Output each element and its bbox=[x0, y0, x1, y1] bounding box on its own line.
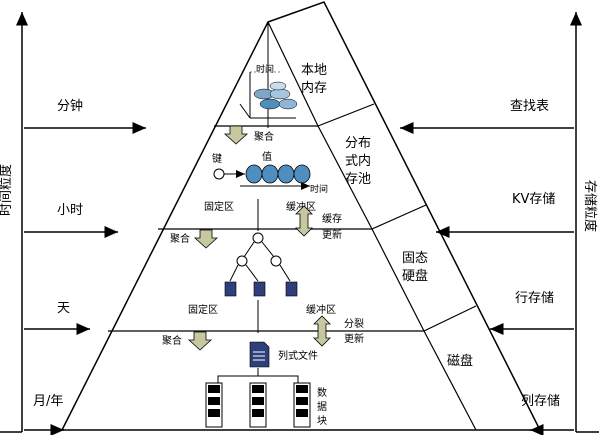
key-node bbox=[213, 168, 225, 180]
fixed-zone-label-2: 固定区 bbox=[188, 303, 218, 316]
aggregate-label-3: 聚合 bbox=[162, 334, 182, 347]
tier-local-memory-1: 本地 bbox=[301, 63, 327, 78]
level-day: 天 bbox=[57, 301, 70, 316]
level-column-store: 列存储 bbox=[521, 394, 560, 409]
cache-update-arrow bbox=[295, 205, 313, 237]
level-hour: 小时 bbox=[57, 203, 83, 218]
aggregate-arrow-3 bbox=[187, 331, 213, 351]
columnar-file-label: 列式文件 bbox=[278, 349, 318, 362]
data-block-label-1: 数 bbox=[317, 386, 327, 399]
cache-update-1: 缓存 bbox=[322, 212, 342, 225]
tier-disk: 磁盘 bbox=[447, 353, 473, 369]
tier-local-memory-2: 内存 bbox=[301, 80, 327, 96]
split-update-1: 分裂 bbox=[344, 317, 364, 330]
tier-distributed-3: 存池 bbox=[345, 172, 371, 187]
tree-index-icon bbox=[224, 232, 298, 297]
tier-ssd-2: 硬盘 bbox=[402, 268, 428, 284]
buffer-zone-label-2: 缓冲区 bbox=[306, 303, 336, 316]
level-minute: 分钟 bbox=[57, 98, 83, 114]
tier-distributed-1: 分布 bbox=[345, 136, 371, 151]
aggregate-arrow-1 bbox=[223, 125, 249, 145]
top-time-label: 时间 bbox=[256, 63, 274, 75]
value-chain-icon bbox=[240, 164, 311, 190]
level-row-store: 行存储 bbox=[515, 291, 554, 306]
right-axis-title: 存储粒度 bbox=[582, 180, 598, 232]
buffer-zone-label-1: 缓冲区 bbox=[286, 200, 316, 213]
split-update-2: 更新 bbox=[344, 332, 364, 345]
level-kv-store: KV存储 bbox=[512, 192, 555, 207]
value-label: 值 bbox=[262, 150, 272, 163]
cache-update-2: 更新 bbox=[322, 228, 342, 241]
top-3d-cube-icon bbox=[239, 71, 298, 119]
mid-time-label: 时间 bbox=[310, 183, 328, 195]
data-block-label-3: 块 bbox=[317, 415, 327, 427]
data-block-label-2: 据 bbox=[317, 400, 327, 413]
columnar-file-icon bbox=[249, 341, 270, 368]
pyramid-outline bbox=[60, 1, 542, 431]
tier-distributed-2: 式内 bbox=[345, 153, 371, 169]
level-month-year: 月/年 bbox=[33, 394, 63, 409]
fixed-zone-label-1: 固定区 bbox=[204, 200, 234, 213]
key-label: 键 bbox=[212, 152, 222, 165]
aggregate-arrow-2 bbox=[193, 229, 219, 249]
aggregate-label-1: 聚合 bbox=[254, 130, 274, 143]
aggregate-label-2: 聚合 bbox=[170, 232, 190, 245]
level-lookup-table: 查找表 bbox=[510, 99, 549, 114]
split-update-arrow bbox=[313, 315, 331, 347]
tier-ssd-1: 固态 bbox=[402, 251, 428, 266]
data-block-icon bbox=[205, 368, 311, 428]
left-axis-title: 时间粒度 bbox=[0, 164, 14, 216]
